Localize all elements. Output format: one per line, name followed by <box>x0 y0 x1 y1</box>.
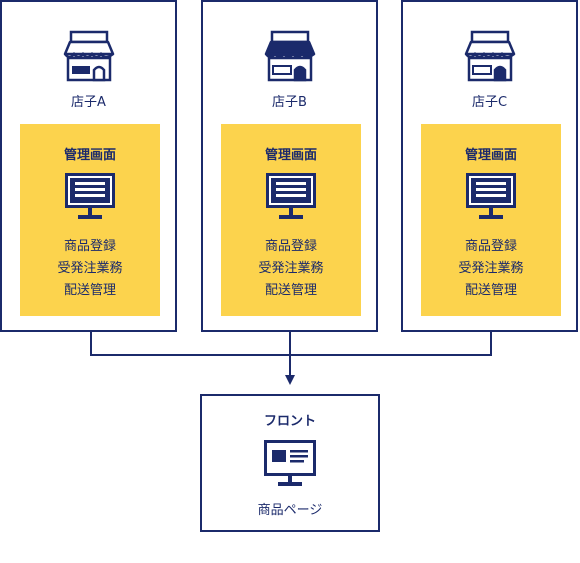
feature-order-management: 受発注業務 <box>258 261 324 276</box>
store-b-box: 店子B 管理画面 商品登録 受発注業務 配送管理 <box>201 0 378 332</box>
front-title: フロント <box>263 414 316 429</box>
store-icon <box>63 30 114 82</box>
store-name: 店子C <box>471 95 508 110</box>
store-a-box: 店子A 管理画面 商品登録 受発注業務 配送管理 <box>0 0 177 332</box>
feature-order-management: 受発注業務 <box>57 261 123 276</box>
store-name: 店子A <box>71 95 106 110</box>
admin-title: 管理画面 <box>63 148 116 163</box>
feature-product-registration: 商品登録 <box>264 239 317 254</box>
admin-title: 管理画面 <box>464 148 517 163</box>
front-label: 商品ページ <box>257 503 323 518</box>
admin-title: 管理画面 <box>264 148 317 163</box>
feature-product-registration: 商品登録 <box>63 239 116 254</box>
monitor-icon <box>466 173 516 219</box>
feature-shipping-management: 配送管理 <box>63 283 116 298</box>
feature-shipping-management: 配送管理 <box>264 283 317 298</box>
admin-panel: 管理画面 商品登録 受発注業務 配送管理 <box>221 124 361 316</box>
feature-shipping-management: 配送管理 <box>464 283 517 298</box>
admin-panel: 管理画面 商品登録 受発注業務 配送管理 <box>421 124 561 316</box>
monitor-icon <box>266 173 316 219</box>
admin-panel: 管理画面 商品登録 受発注業務 配送管理 <box>20 124 160 316</box>
store-icon <box>464 30 515 82</box>
feature-product-registration: 商品登録 <box>464 239 517 254</box>
feature-order-management: 受発注業務 <box>458 261 524 276</box>
product-page-monitor-icon <box>264 440 316 486</box>
monitor-icon <box>65 173 115 219</box>
arrow-down-icon <box>285 375 295 385</box>
store-name: 店子B <box>272 95 307 110</box>
store-icon <box>264 30 315 82</box>
front-box: フロント 商品ページ <box>200 394 380 532</box>
store-connector-line <box>90 332 492 356</box>
store-c-box: 店子C 管理画面 商品登録 受発注業務 配送管理 <box>401 0 578 332</box>
